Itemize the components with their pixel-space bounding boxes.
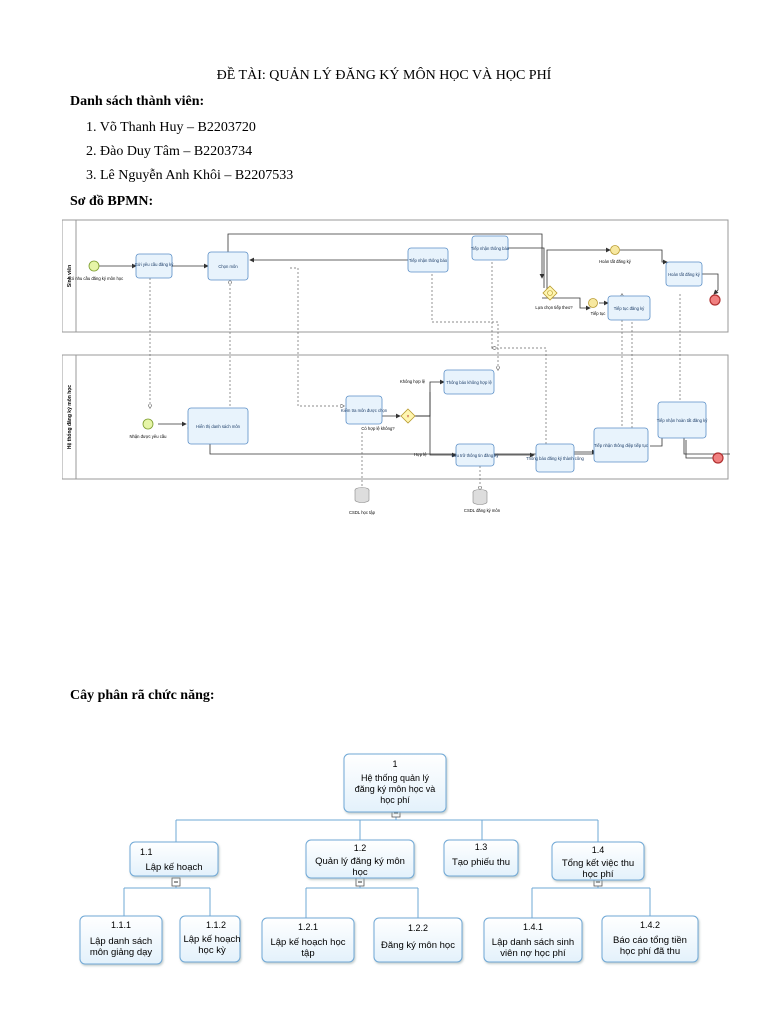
pool-student: Sinh viên (62, 219, 729, 333)
svg-text:đăng ký môn học và: đăng ký môn học và (355, 784, 436, 794)
svg-text:1: 1 (392, 759, 397, 769)
svg-text:Tiếp tục đăng ký: Tiếp tục đăng ký (614, 306, 645, 311)
datastore-registered: CSDL đăng ký môn (464, 489, 501, 513)
svg-text:học kỳ: học kỳ (198, 945, 226, 956)
svg-text:Tổng kết việc thu: Tổng kết việc thu (562, 858, 634, 869)
svg-text:1.4.2: 1.4.2 (640, 920, 660, 930)
svg-text:Gửi yêu cầu đăng ký: Gửi yêu cầu đăng ký (135, 262, 175, 267)
svg-text:Hiển thị danh sách môn: Hiển thị danh sách môn (196, 424, 241, 429)
lane-student-label: Sinh viên (67, 265, 73, 287)
svg-text:×: × (407, 414, 410, 420)
svg-text:môn giảng dạy: môn giảng dạy (90, 947, 153, 958)
flow-label-valid: Hợp lệ (414, 452, 427, 457)
svg-text:tập: tập (301, 948, 314, 959)
svg-text:Lập kế hoạch: Lập kế hoạch (145, 862, 202, 873)
tree-connectors (123, 812, 651, 918)
svg-text:Tiếp tục: Tiếp tục (591, 311, 606, 316)
svg-text:học phí: học phí (582, 869, 614, 880)
members-heading: Danh sách thành viên: (70, 94, 205, 109)
collapse-toggles[interactable] (171, 808, 603, 887)
function-tree: 1 Hệ thống quản lý đăng ký môn học và họ… (79, 753, 699, 965)
collapse-toggle-1-2[interactable] (355, 877, 365, 887)
svg-text:Tiếp nhận thông điệp tiếp tục: Tiếp nhận thông điệp tiếp tục (594, 443, 648, 448)
svg-text:Hoàn tất đăng ký: Hoàn tất đăng ký (599, 259, 632, 264)
start-event-student: Có nhu cầu đăng ký môn học (69, 260, 123, 281)
svg-text:Báo cáo tổng tiền: Báo cáo tổng tiền (613, 935, 687, 946)
message-start-event: Nhận được yêu cầu (130, 418, 168, 439)
collapse-toggle-1-1[interactable] (171, 877, 181, 887)
gateway-choice: Lựa chọn tiếp theo? (535, 285, 573, 310)
svg-text:Lựa chọn tiếp theo?: Lựa chọn tiếp theo? (535, 305, 573, 310)
svg-text:Tiếp nhận thông báo: Tiếp nhận thông báo (471, 246, 510, 251)
member-3: 3. Lê Nguyễn Anh Khôi – B2207533 (86, 168, 294, 183)
tree-node-1-2[interactable]: 1.2 Quản lý đăng ký môn học (305, 839, 415, 879)
bpmn-diagram: Sinh viên Hệ thống đăng ký môn học (62, 219, 730, 515)
end-event-student (709, 294, 721, 306)
svg-text:Quản lý đăng ký môn: Quản lý đăng ký môn (315, 856, 405, 867)
svg-text:Có nhu cầu đăng ký môn học: Có nhu cầu đăng ký môn học (69, 276, 123, 281)
tree-node-1-1-2[interactable]: 1.1.2 Lập kế hoạch học kỳ (179, 915, 241, 963)
svg-text:Nhận được yêu cầu: Nhận được yêu cầu (130, 434, 168, 439)
svg-text:1.1.2: 1.1.2 (206, 920, 226, 930)
flow-label-invalid: Không hợp lệ (400, 379, 426, 384)
svg-text:Lập kế hoạch: Lập kế hoạch (183, 934, 240, 945)
svg-text:1.2.2: 1.2.2 (408, 923, 428, 933)
bpmn-heading: Sơ đồ BPMN: (70, 194, 154, 209)
svg-text:Lập danh sách sinh: Lập danh sách sinh (492, 937, 574, 948)
tree-node-1-4[interactable]: 1.4 Tổng kết việc thu học phí (551, 841, 645, 881)
member-2: 2. Đào Duy Tâm – B2203734 (86, 144, 253, 159)
svg-text:1.1: 1.1 (140, 847, 153, 857)
svg-text:Kiểm tra môn được chọn: Kiểm tra môn được chọn (341, 408, 388, 413)
tree-heading: Cây phân rã chức năng: (70, 688, 215, 703)
svg-text:1.4.1: 1.4.1 (523, 922, 543, 932)
svg-text:Lập danh sách: Lập danh sách (90, 936, 152, 947)
svg-text:1.1.1: 1.1.1 (111, 920, 131, 930)
svg-text:Thông báo không hợp lệ: Thông báo không hợp lệ (446, 380, 492, 385)
svg-text:Tiếp nhận thông báo: Tiếp nhận thông báo (409, 258, 448, 263)
svg-text:Đăng ký môn học: Đăng ký môn học (381, 940, 455, 951)
tree-node-1-4-2[interactable]: 1.4.2 Báo cáo tổng tiền học phí đã thu (601, 915, 699, 963)
svg-text:1.4: 1.4 (592, 845, 605, 855)
svg-text:học: học (352, 867, 368, 878)
end-event-system (712, 452, 724, 464)
svg-text:Thông báo đăng ký thành công: Thông báo đăng ký thành công (526, 456, 584, 461)
svg-text:CSDL đăng ký môn: CSDL đăng ký môn (464, 508, 501, 513)
svg-text:Lập kế hoạch học: Lập kế hoạch học (270, 937, 345, 948)
member-1: 1. Võ Thanh Huy – B2203720 (86, 120, 256, 135)
svg-text:Tiếp nhận hoàn tất đăng ký: Tiếp nhận hoàn tất đăng ký (657, 418, 709, 423)
svg-text:Có hợp lệ không?: Có hợp lệ không? (361, 426, 395, 431)
svg-text:học phí: học phí (380, 795, 410, 805)
svg-text:Hệ thống quản lý: Hệ thống quản lý (361, 773, 430, 783)
svg-text:Chọn môn: Chọn môn (218, 264, 238, 269)
lane-system-label: Hệ thống đăng ký môn học (66, 385, 73, 449)
bpmn-task-labels: Gửi yêu cầu đăng ký Chọn môn Tiếp nhận t… (135, 246, 709, 461)
svg-text:Tạo phiếu thu: Tạo phiếu thu (452, 857, 510, 868)
tree-node-1-1[interactable]: 1.1 Lập kế hoạch (129, 841, 219, 877)
tree-node-1-2-1[interactable]: 1.2.1 Lập kế hoạch học tập (261, 917, 355, 963)
bpmn-tasks (135, 235, 707, 473)
event-continue: Tiếp tục (588, 298, 606, 316)
svg-text:Hoàn tất đăng ký: Hoàn tất đăng ký (668, 272, 701, 277)
svg-text:1.2: 1.2 (354, 843, 367, 853)
tree-node-1-2-2[interactable]: 1.2.2 Đăng ký môn học (373, 917, 463, 963)
tree-node-root[interactable]: 1 Hệ thống quản lý đăng ký môn học và họ… (343, 753, 447, 813)
tree-node-1-4-1[interactable]: 1.4.1 Lập danh sách sinh viên nợ học phí (483, 917, 583, 963)
message-flows (150, 256, 680, 490)
svg-text:Lưu trữ thông tin đăng ký: Lưu trữ thông tin đăng ký (451, 453, 499, 458)
gateway-valid: × Có hợp lệ không? (361, 408, 416, 431)
event-done-registration: Hoàn tất đăng ký (599, 245, 632, 264)
svg-text:học phí đã thu: học phí đã thu (620, 946, 680, 957)
tree-node-1-1-1[interactable]: 1.1.1 Lập danh sách môn giảng dạy (79, 915, 163, 965)
document-title: ĐỀ TÀI: QUẢN LÝ ĐĂNG KÝ MÔN HỌC VÀ HỌC P… (216, 68, 552, 83)
svg-text:viên nợ học phí: viên nợ học phí (500, 948, 566, 959)
svg-text:1.3: 1.3 (475, 842, 488, 852)
tree-node-1-3[interactable]: 1.3 Tạo phiếu thu (443, 839, 519, 877)
svg-text:CSDL học tập: CSDL học tập (349, 510, 376, 515)
datastore-study: CSDL học tập (349, 487, 376, 515)
svg-text:1.2.1: 1.2.1 (298, 922, 318, 932)
